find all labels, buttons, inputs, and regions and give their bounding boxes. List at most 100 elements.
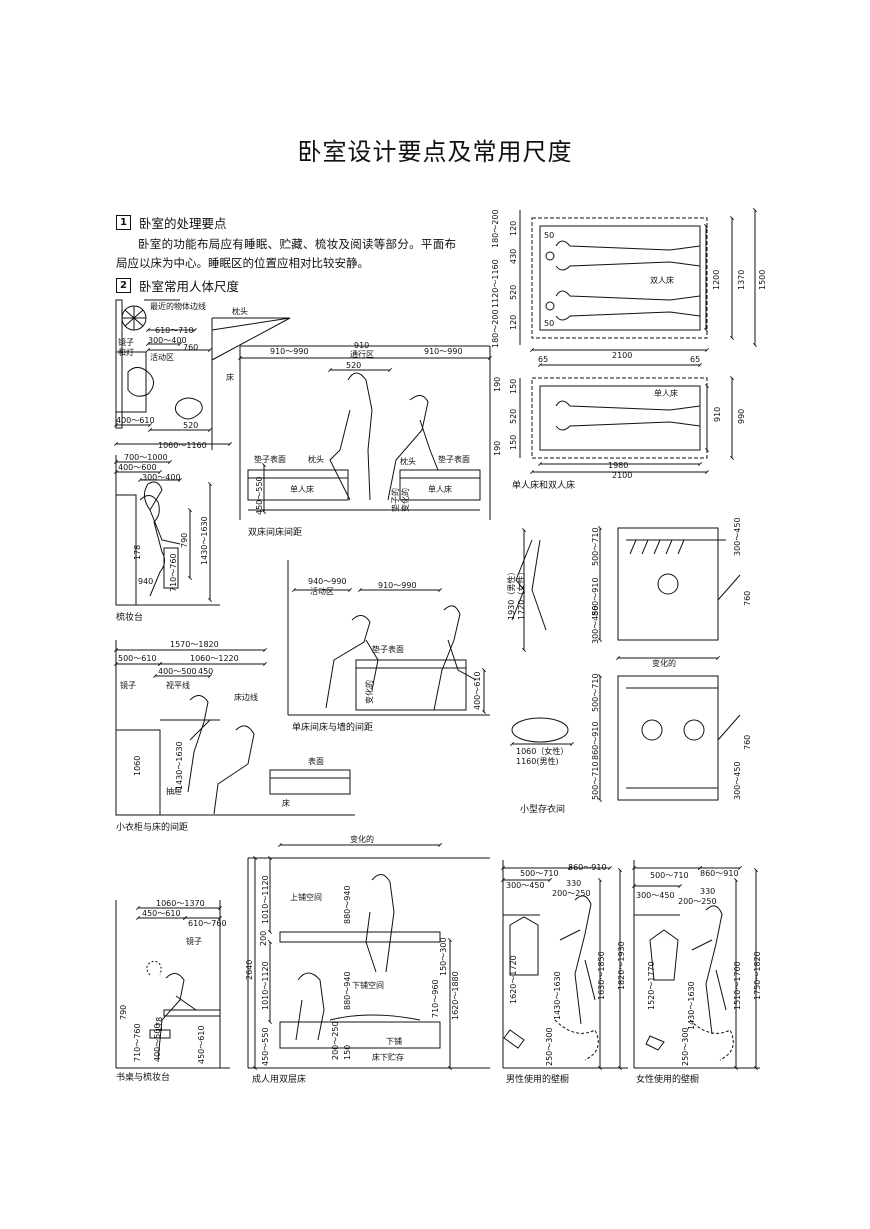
caption-dressing-table: 梳妆台 xyxy=(116,611,143,623)
caption-bunk: 成人用双层床 xyxy=(252,1073,306,1085)
caption-bed-to-wall: 单床间床与墙的间距 xyxy=(292,721,373,733)
label-activity-zone: 活动区 xyxy=(150,352,174,362)
dim-700-1000: 700～1000 xyxy=(124,453,168,462)
dim-910-990-left: 910～990 xyxy=(270,347,309,356)
dim-200-250-b: 200～250 xyxy=(678,897,717,906)
caption-small-closet: 小型存衣间 xyxy=(520,803,565,815)
dim-450: 450 xyxy=(198,667,213,676)
label-pillow: 枕头 xyxy=(232,306,248,316)
dim-120-bottom: 120 xyxy=(509,315,518,330)
dim-500-710-a: 500～710 xyxy=(591,527,600,566)
dim-150-bottom: 150 xyxy=(509,435,518,450)
dim-1060-1370: 1060～1370 xyxy=(156,899,205,908)
label-eye-level: 视平线 xyxy=(166,680,190,690)
label-mirror-b: 镜子 xyxy=(120,680,136,690)
bed-plans-figure xyxy=(519,208,757,474)
dim-710-760: 710～760 xyxy=(169,553,178,592)
dim-500-710-d: 500～710 xyxy=(520,869,559,878)
dim-50-bottom: 50 xyxy=(544,319,554,328)
dim-910-b: 910 xyxy=(713,407,722,422)
label-mattress-surface-wall: 垫子表面 xyxy=(372,644,404,654)
dim-1430-1630-b: 1430～1630 xyxy=(175,741,184,790)
label-mirror-c: 镜子 xyxy=(186,936,202,946)
dim-1750-1820: 1750～1820 xyxy=(753,951,762,1000)
dim-400-500: 400～500 xyxy=(158,667,197,676)
dim-1620-1880: 1620～1880 xyxy=(451,971,460,1020)
caption-desk: 书桌与梳妆台 xyxy=(116,1071,170,1083)
dim-790-b: 790 xyxy=(119,1005,128,1020)
label-single-bed-right: 单人床 xyxy=(428,484,452,494)
dim-500-610: 500～610 xyxy=(118,654,157,663)
label-surface: 表面 xyxy=(308,756,324,766)
dim-178-b: 178 xyxy=(155,1017,164,1032)
dim-500-710-b: 500～710 xyxy=(591,673,600,712)
dim-300-450-b: 300～450 xyxy=(733,517,742,556)
dim-330-a: 330 xyxy=(566,879,581,888)
dim-65-left: 65 xyxy=(538,355,548,364)
label-mirror: 镜子 xyxy=(118,337,134,347)
dressing-plan-figure xyxy=(114,299,291,450)
dim-500-710-e: 500～710 xyxy=(650,871,689,880)
dim-2640: 2640 xyxy=(245,960,254,980)
dim-65-right: 65 xyxy=(690,355,700,364)
dim-910: 910 xyxy=(354,341,369,350)
dim-1930-male: 1930（男性） xyxy=(506,568,516,620)
male-wardrobe-figure xyxy=(501,860,628,1070)
dim-520-d: 520 xyxy=(509,409,518,424)
dim-1620-1720: 1620～1720 xyxy=(509,955,518,1004)
dim-1520-1770: 1520～1770 xyxy=(647,961,656,1010)
dim-400-610: 400～610 xyxy=(116,416,155,425)
dim-450-550: 450～550 xyxy=(255,476,264,515)
label-pillow-left: 枕头 xyxy=(308,454,324,464)
dim-760: 760 xyxy=(183,343,198,352)
female-wardrobe-figure xyxy=(632,860,760,1070)
dim-710-760-b: 710～760 xyxy=(133,1023,142,1062)
dim-300-450-a: 300～450 xyxy=(591,605,600,644)
label-upper-space: 上铺空间 xyxy=(290,892,322,902)
label-varies-b: 变化的 xyxy=(364,680,374,704)
dim-860-910-b: 860～910 xyxy=(591,721,600,760)
dim-610-760: 610～760 xyxy=(188,919,227,928)
dim-250-300-a: 250～300 xyxy=(545,1027,554,1066)
dim-940: 940 xyxy=(138,577,153,586)
dim-178: 178 xyxy=(133,545,142,560)
dim-300-450-c: 300～450 xyxy=(733,761,742,800)
dim-1120-1160: 1120～1160 xyxy=(491,259,500,308)
dim-860-910-c: 860～910 xyxy=(568,863,607,872)
dim-120-top: 120 xyxy=(509,221,518,236)
dim-180-200-top: 180～200 xyxy=(491,209,500,248)
dim-500-710-c: 500～710 xyxy=(591,761,600,800)
dim-1820-1930: 1820～1930 xyxy=(617,941,626,990)
label-activity-zone-b: 活动区 xyxy=(310,586,334,596)
dim-250-300-b: 250～300 xyxy=(681,1027,690,1066)
dim-1500: 1500 xyxy=(758,270,767,290)
dim-300-450-d: 300～450 xyxy=(506,881,545,890)
label-varies-d: 变化的 xyxy=(350,834,374,844)
label-nearest-edge: 最近的物体边线 xyxy=(150,301,206,311)
caption-male-wardrobe: 男性使用的壁橱 xyxy=(506,1073,569,1085)
caption-wardrobe-bed: 小衣柜与床的间距 xyxy=(116,821,188,833)
dim-180-200-bottom: 180～200 xyxy=(491,309,500,348)
label-mattress: 垫子的 xyxy=(390,488,400,512)
label-lamp: 和灯 xyxy=(118,347,134,357)
dim-860-910-d: 860～910 xyxy=(700,869,739,878)
label-pillow-right: 枕头 xyxy=(400,456,416,466)
dim-1430-1630: 1430～1630 xyxy=(200,516,209,565)
dim-450-550-b: 450～550 xyxy=(261,1027,270,1066)
dim-400-610-b: 400～610 xyxy=(473,671,482,710)
dim-200: 200 xyxy=(259,931,268,946)
dim-150: 150 xyxy=(343,1045,352,1060)
label-single-bed: 单人床 xyxy=(654,388,678,398)
dim-860-910-a: 860～910 xyxy=(591,577,600,616)
caption-twin-beds: 双床间床间距 xyxy=(248,526,302,538)
page-title: 卧室设计要点及常用尺度 xyxy=(297,138,573,166)
label-bed: 床 xyxy=(226,372,234,382)
dim-1980: 1980 xyxy=(608,461,628,470)
label-varies: 变化的 xyxy=(400,488,410,512)
dim-1060-1220: 1060～1220 xyxy=(190,654,239,663)
dim-450-610-a: 450～610 xyxy=(142,909,181,918)
dim-450-610-b: 450～610 xyxy=(197,1025,206,1064)
dim-1720-female: 1720（女性） xyxy=(516,568,526,620)
section-1-heading: 1 卧室的处理要点 xyxy=(116,213,227,232)
